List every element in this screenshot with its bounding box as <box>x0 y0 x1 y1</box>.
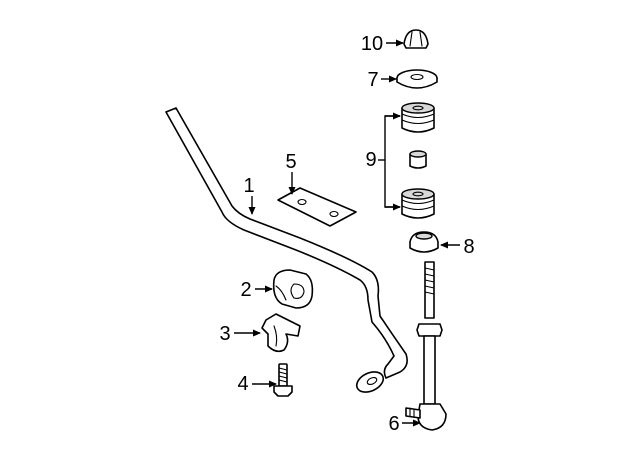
washer <box>396 69 438 89</box>
retainer <box>409 231 439 253</box>
callout-5: 5 <box>285 151 296 173</box>
leader-9-bracket <box>384 115 400 208</box>
callout-2: 2 <box>240 279 251 301</box>
bushing <box>272 269 314 309</box>
callout-4: 4 <box>237 373 248 395</box>
bolt <box>273 363 293 397</box>
callout-10: 10 <box>361 33 383 55</box>
callout-7: 7 <box>367 69 378 91</box>
callout-6: 6 <box>388 413 399 435</box>
callout-1: 1 <box>243 175 254 197</box>
nut-cap <box>403 29 429 49</box>
callout-group: 1 5 2 3 4 10 7 9 8 6 <box>219 33 474 435</box>
lower-cushion <box>401 188 435 219</box>
bushing-bracket <box>261 313 301 353</box>
callout-8: 8 <box>463 236 474 258</box>
upper-cushion <box>401 102 435 133</box>
callout-9: 9 <box>365 149 376 171</box>
stabilizer-link <box>405 261 447 431</box>
spacer <box>409 150 427 169</box>
callout-3: 3 <box>219 323 230 345</box>
stabilizer-bar <box>165 107 408 393</box>
bracket-plate <box>277 187 357 227</box>
